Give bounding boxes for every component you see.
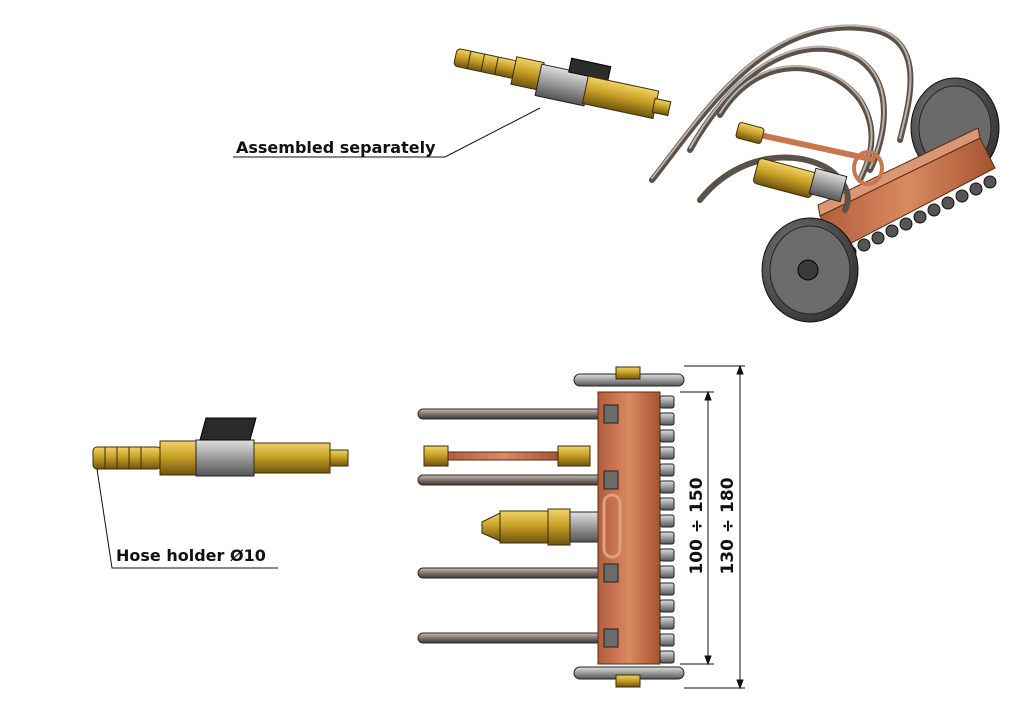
leader-hose <box>96 468 278 569</box>
valve-side-view <box>92 417 349 477</box>
hose-holder-label: Hose holder Ø10 <box>116 546 266 565</box>
leader-assembled <box>233 107 541 158</box>
dimension-outer: 130 ÷ 180 <box>718 477 738 575</box>
manifold-iso <box>649 24 1000 323</box>
dimension-lines <box>680 364 745 690</box>
dimension-inner: 100 ÷ 150 <box>687 477 707 575</box>
assembled-separately-label: Assembled separately <box>236 138 436 157</box>
manifold-front-view <box>417 366 685 688</box>
valve-assembly-iso <box>453 48 672 120</box>
